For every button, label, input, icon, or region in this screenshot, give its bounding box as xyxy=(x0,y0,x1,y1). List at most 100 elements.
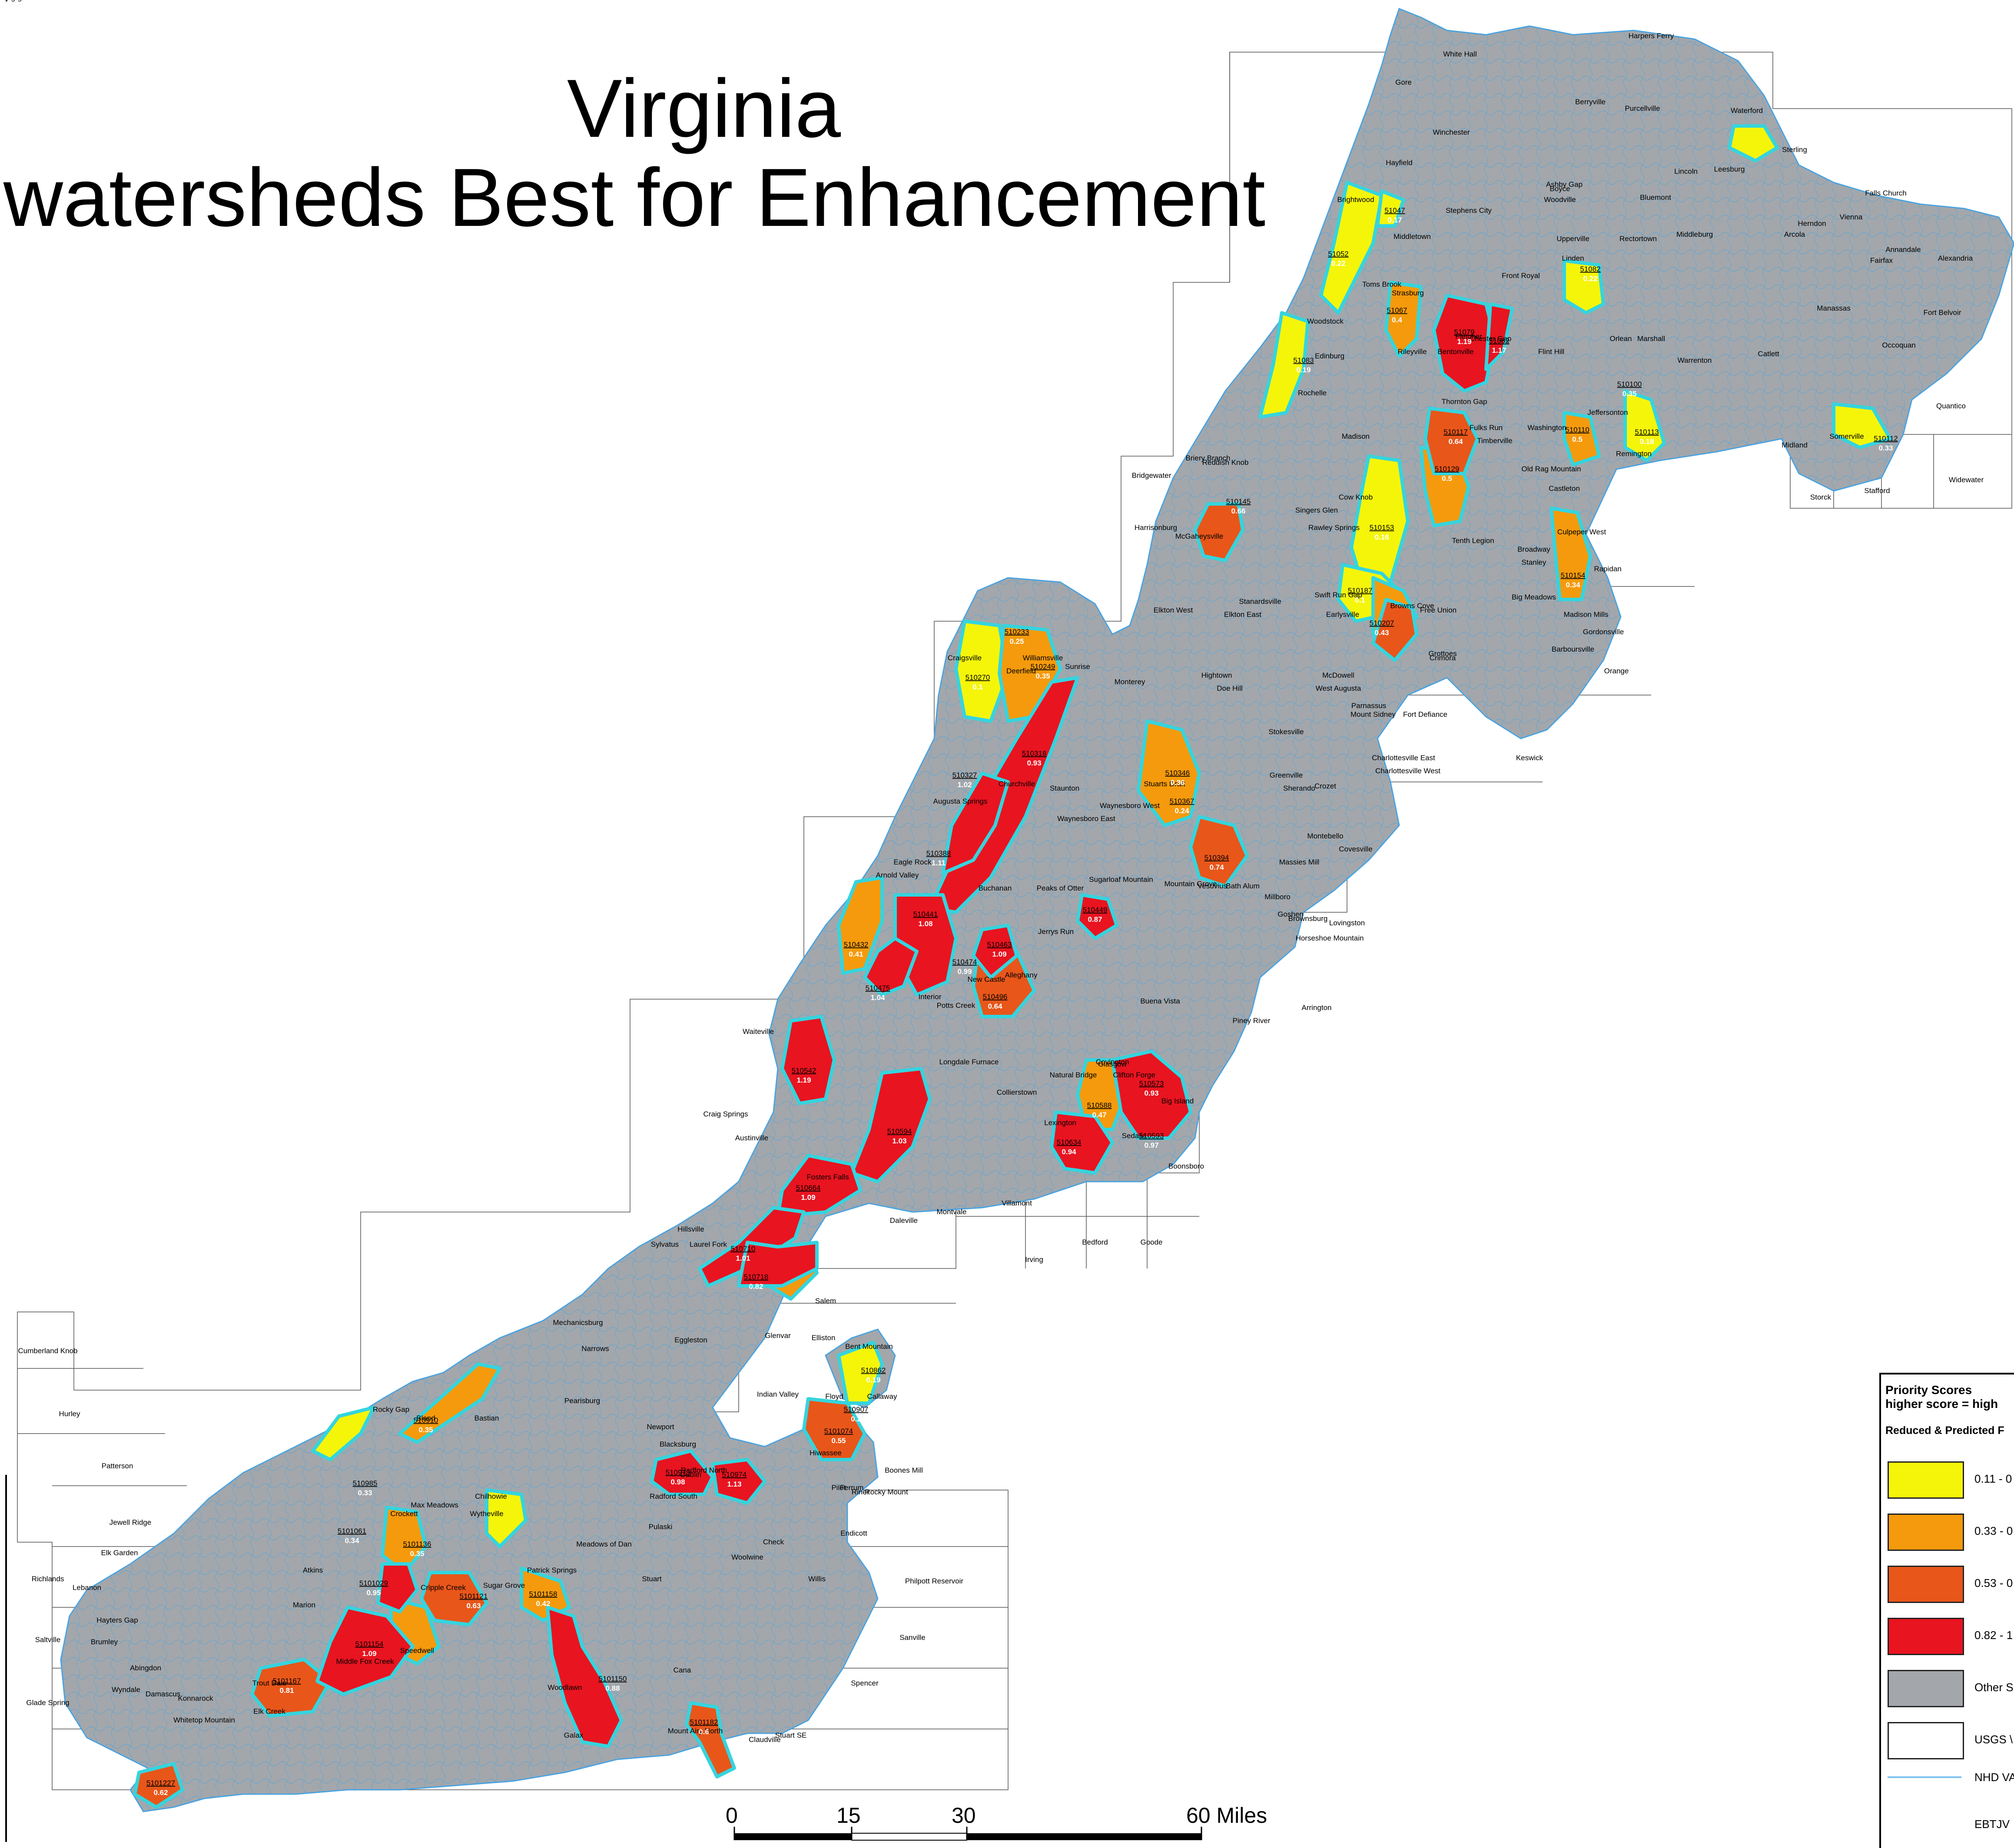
watershed-id-label: 510664 xyxy=(796,1184,821,1192)
watershed-id-label: 510588 xyxy=(1087,1101,1112,1109)
quad-label: Mountain Grove xyxy=(1165,880,1217,888)
quad-label: Endicott xyxy=(840,1529,867,1537)
quad-label: Sherando xyxy=(1283,784,1315,792)
watershed-score-label: 0.35 xyxy=(418,1426,433,1434)
watershed-yellow xyxy=(485,1488,528,1548)
quad-label: Arnold Valley xyxy=(876,871,919,879)
watershed-red xyxy=(1076,893,1118,940)
quad-label: Bastian xyxy=(474,1414,499,1422)
watershed-score-label: 0.19 xyxy=(1296,366,1311,374)
quad-label: Glasgow xyxy=(1098,1060,1127,1068)
watershed-id-label: 510474 xyxy=(952,958,977,966)
watershed-id-label: 510449 xyxy=(1083,906,1108,914)
quad-label: Wytheville xyxy=(470,1510,503,1518)
watershed-id-label: 510207 xyxy=(1370,619,1394,627)
quad-label: Churchville xyxy=(999,780,1035,788)
quad-label: Castleton xyxy=(1549,484,1580,493)
quad-label: Storck xyxy=(1810,493,1832,501)
quad-label: Montebello xyxy=(1307,832,1343,840)
quad-label: Rawley Springs xyxy=(1308,523,1360,532)
quad-label: Falls Church xyxy=(1865,189,1906,197)
quad-label: Newport xyxy=(647,1423,674,1431)
quad-label: Covesville xyxy=(1339,845,1372,853)
quad-label: Catlett xyxy=(1758,350,1779,358)
quad-label: Thornton Gap xyxy=(1442,397,1487,406)
quad-label: Blacksburg xyxy=(660,1440,696,1448)
quad-label: Daleville xyxy=(890,1216,918,1225)
quad-label: Stanardsville xyxy=(1239,597,1281,606)
quad-label: Patrick Springs xyxy=(527,1566,577,1574)
watershed-id-label: 5101029 xyxy=(359,1579,388,1587)
left-inset-frame xyxy=(0,1475,7,1842)
quad-label: Crimora xyxy=(1430,654,1456,662)
quad-label: Upperville xyxy=(1556,235,1589,243)
quad-label: Elkton East xyxy=(1224,610,1261,619)
quad-label: Elk Creek xyxy=(253,1707,285,1716)
quad-label: Chilhowie xyxy=(475,1492,507,1500)
quad-label: Warrenton xyxy=(1678,356,1712,364)
quad-label: Brownsburg xyxy=(1288,914,1328,923)
watershed-yellow xyxy=(311,1406,375,1461)
watershed-score-label: 1.01 xyxy=(736,1254,750,1262)
watershed-id-label: 51082 xyxy=(1580,265,1600,273)
quad-label: Waterford xyxy=(1731,106,1763,115)
quad-label: Jerrys Run xyxy=(1038,927,1074,936)
quad-label: Dublin xyxy=(680,1470,701,1479)
watershed-darkorange xyxy=(685,1701,736,1778)
legend-swatch-darkorange xyxy=(1888,1566,1964,1603)
quad-label: Big Island xyxy=(1161,1097,1194,1105)
quad-label: Washington xyxy=(1527,424,1566,432)
quad-label: Charlottesville East xyxy=(1372,754,1435,762)
watershed-yellow xyxy=(1376,189,1405,228)
quad-label: Speedwell xyxy=(400,1646,434,1655)
legend-swatch-yellow xyxy=(1888,1461,1964,1499)
watershed-score-label: 0.35 xyxy=(1622,390,1636,398)
quad-label: Goshen xyxy=(1277,910,1304,918)
quad-label: Narrows xyxy=(581,1345,609,1353)
quad-label: Goode xyxy=(1140,1238,1162,1246)
watershed-id-label: 510496 xyxy=(983,993,1008,1001)
quad-label: Cana xyxy=(674,1666,691,1674)
watershed-score-label: 0.99 xyxy=(957,967,972,976)
quad-label: Craig Springs xyxy=(703,1110,748,1118)
watershed-red xyxy=(850,1067,932,1183)
quad-label: Deerfield xyxy=(1006,667,1036,675)
quad-label: Mountain Falls xyxy=(0,0,24,2)
quad-label: Lincoln xyxy=(1674,167,1698,176)
watershed-id-label: 510233 xyxy=(1005,628,1029,636)
quad-label: Sugar Grove xyxy=(483,1581,525,1590)
quad-label: Salem xyxy=(815,1297,836,1305)
watershed-darkorange xyxy=(1371,598,1418,662)
quad-label: Callaway xyxy=(867,1392,897,1401)
quad-label: Fulks Run xyxy=(1470,424,1503,432)
watershed-orange xyxy=(1384,281,1423,358)
quad-label: Horseshoe Mountain xyxy=(1296,934,1364,942)
watershed-red xyxy=(315,1606,415,1696)
watershed-score-label: 0.93 xyxy=(1144,1089,1158,1097)
watershed-score-label: 0.34 xyxy=(345,1537,359,1545)
quad-label: Willis xyxy=(808,1575,826,1583)
quad-label: Chester Gap xyxy=(1470,334,1511,343)
watershed-id-label: 510974 xyxy=(722,1470,747,1479)
quad-label: Piney River xyxy=(1233,1017,1271,1025)
quad-label: Remington xyxy=(1616,450,1652,458)
quad-label: Collierstown xyxy=(997,1088,1037,1096)
watershed-id-label: 510145 xyxy=(1226,497,1251,506)
scale-tick-30: 30 xyxy=(952,1803,976,1828)
legend-title-sub: higher score = high xyxy=(1885,1397,1998,1411)
quad-label: Stephens City xyxy=(1446,206,1492,215)
quad-label: Leesburg xyxy=(1714,165,1745,173)
quad-label: Waynesboro West xyxy=(1100,801,1160,810)
scale-tick-15: 15 xyxy=(836,1803,861,1828)
legend-swatch-usgs xyxy=(1888,1722,1964,1759)
watershed-score-label: 1.11 xyxy=(932,859,946,867)
quad-label: New Castle xyxy=(968,975,1005,984)
quad-label: Brightwood xyxy=(1337,195,1374,204)
watershed-red xyxy=(972,924,1019,979)
legend-title: Priority Scores xyxy=(1885,1383,1972,1397)
watershed-score-label: 0.47 xyxy=(1092,1111,1106,1119)
quad-label: Bent Mountain xyxy=(845,1342,893,1351)
legend-swatch-other xyxy=(1888,1670,1964,1707)
quad-label: Vesuvius xyxy=(1198,882,1227,890)
